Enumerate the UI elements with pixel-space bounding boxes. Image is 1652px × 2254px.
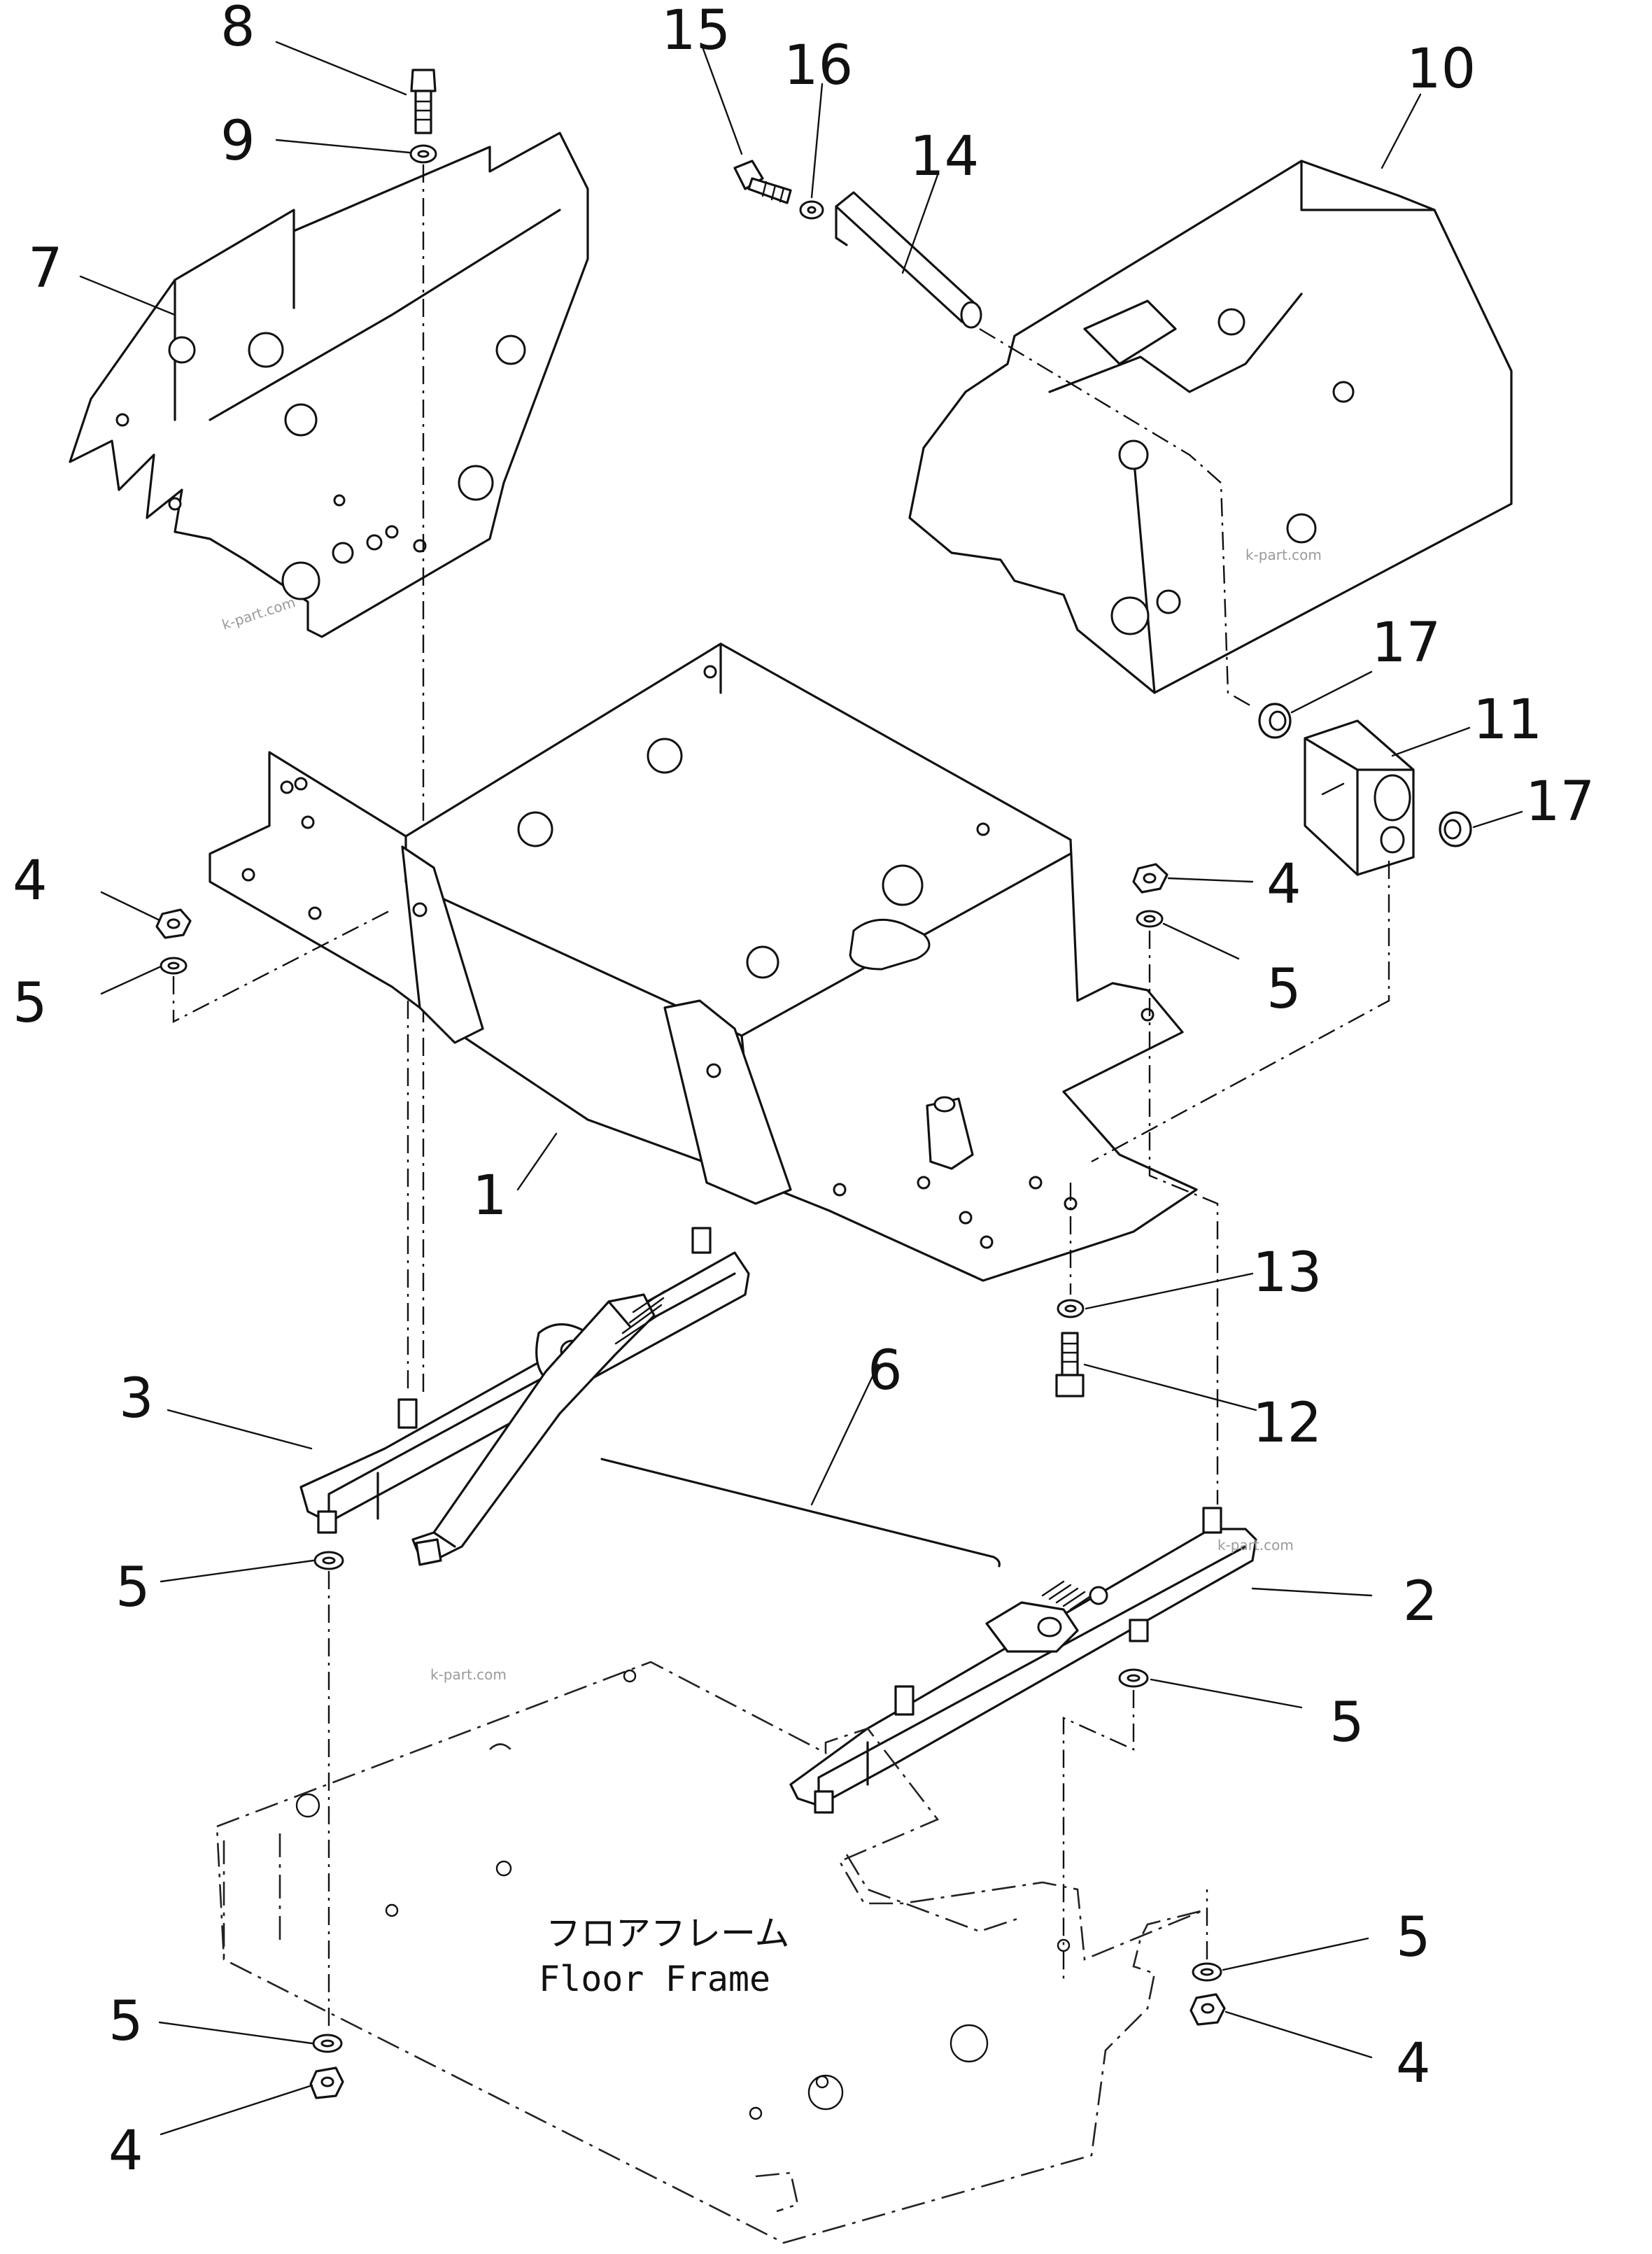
part-5-washer-right-top xyxy=(1136,910,1164,928)
callout-5-right-top: 5 xyxy=(1266,958,1301,1021)
part-1-seat-base xyxy=(209,642,1198,1282)
centerline-pin-14 xyxy=(979,327,1253,708)
callout-4-left-top: 4 xyxy=(13,850,48,913)
part-14-pin xyxy=(835,191,982,329)
centerline-left-top xyxy=(172,908,393,1023)
callout-5-right-bottom: 5 xyxy=(1396,1906,1431,1969)
part-4-nut-right-top xyxy=(1132,863,1169,894)
part-16-washer xyxy=(799,200,824,220)
part-7-left-bracket xyxy=(69,132,589,638)
callout-15: 15 xyxy=(661,0,730,62)
watermark-3: k-part.com xyxy=(1217,1537,1294,1554)
part-12-bolt xyxy=(1055,1332,1085,1397)
part-15-bolt xyxy=(733,160,792,204)
part-10-right-bracket xyxy=(908,160,1513,694)
callout-3: 3 xyxy=(119,1367,154,1430)
watermark-4: k-part.com xyxy=(430,1666,507,1683)
part-4-nut-left-top xyxy=(155,908,192,939)
watermark-1: k-part.com xyxy=(220,593,297,633)
centerline-right-mid xyxy=(1062,1690,1135,1980)
watermark-2: k-part.com xyxy=(1245,547,1322,563)
part-4-nut-left-bottom xyxy=(309,2066,344,2099)
part-5-washer-left-mid xyxy=(313,1551,344,1570)
callout-8: 8 xyxy=(220,0,255,59)
callout-4-right-top: 4 xyxy=(1266,853,1301,916)
centerline-right-top xyxy=(1148,931,1219,1505)
part-3-slide-rail-left xyxy=(299,1227,750,1566)
part-4-nut-right-bottom xyxy=(1189,1993,1226,2026)
callout-17-upper: 17 xyxy=(1371,612,1441,675)
part-5-washer-left-top xyxy=(160,957,188,975)
leader-lines xyxy=(79,41,1523,2136)
part-8-bolt xyxy=(410,69,437,134)
callout-10: 10 xyxy=(1406,38,1476,101)
callout-7: 7 xyxy=(28,237,63,300)
callout-4-right-bottom: 4 xyxy=(1396,2032,1431,2095)
part-17-bushing-left xyxy=(1258,703,1292,739)
callout-5-left-bottom: 5 xyxy=(108,1990,143,2053)
callout-14: 14 xyxy=(910,125,979,188)
callout-5-left-top: 5 xyxy=(13,972,48,1035)
callout-17-lower: 17 xyxy=(1525,770,1595,833)
part-5-washer-left-bottom xyxy=(312,2034,343,2053)
callout-9: 9 xyxy=(220,110,255,173)
floor-frame-label-en: Floor Frame xyxy=(539,1959,770,1999)
callout-12: 12 xyxy=(1252,1392,1322,1455)
callout-5-left-mid: 5 xyxy=(115,1556,150,1619)
part-11-block xyxy=(1304,719,1415,876)
part-9-washer xyxy=(409,144,437,164)
floor-frame-label-ja: フロアフレーム xyxy=(546,1913,790,1954)
centerline-block-11 xyxy=(1091,861,1390,1163)
callout-5-right-mid: 5 xyxy=(1329,1691,1364,1754)
part-17-bushing-right xyxy=(1439,811,1472,847)
callout-4-left-bottom: 4 xyxy=(108,2120,143,2183)
part-6-rod xyxy=(600,1458,1001,1568)
callout-6: 6 xyxy=(868,1339,903,1402)
callout-11: 11 xyxy=(1473,689,1542,752)
callout-16: 16 xyxy=(784,34,853,97)
floor-frame-phantom xyxy=(216,1661,1204,2244)
part-5-washer-right-mid xyxy=(1118,1668,1149,1688)
part-2-slide-rail-right xyxy=(789,1507,1257,1814)
part-5-washer-right-bottom xyxy=(1192,1962,1222,1982)
callout-1: 1 xyxy=(472,1164,507,1227)
part-13-washer xyxy=(1057,1299,1085,1318)
callout-13: 13 xyxy=(1252,1241,1322,1304)
callout-2: 2 xyxy=(1403,1570,1438,1633)
